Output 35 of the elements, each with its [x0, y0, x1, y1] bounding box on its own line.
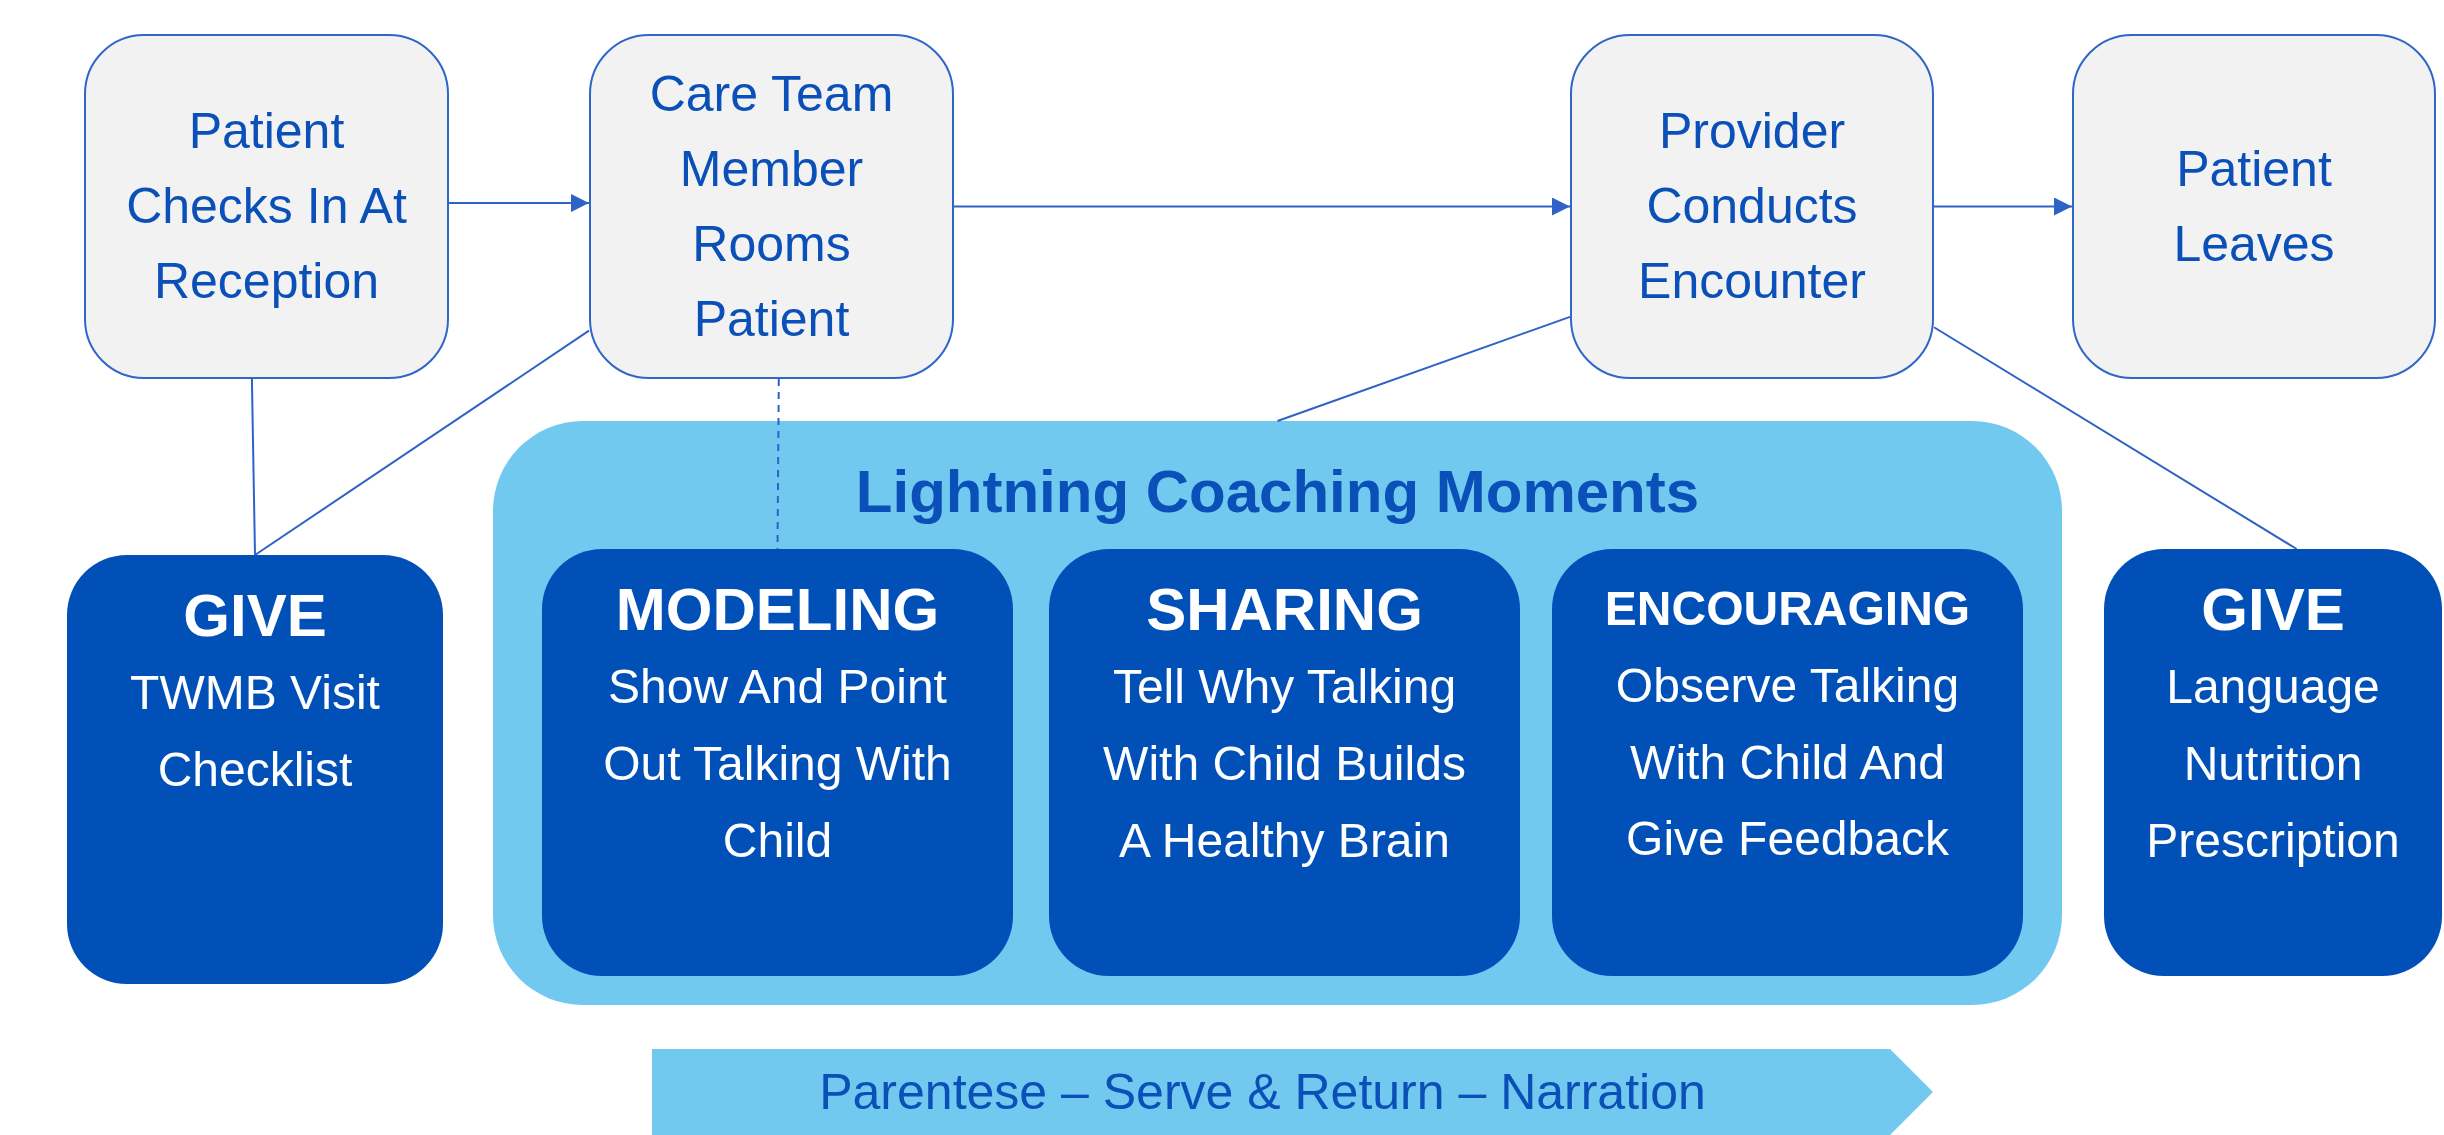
step-label: Patient Checks In At Reception [125, 102, 408, 311]
banner-label: Parentese – Serve & Return – Narration [819, 1063, 1706, 1121]
process-box [589, 34, 954, 379]
step-label: Provider Conducts Encounter [1637, 102, 1867, 311]
arrow [953, 197, 1571, 216]
card-description: Observe Talking With Child And Give Feedback [1614, 657, 1961, 868]
step-label: Patient Leaves [2172, 139, 2336, 274]
card-description: Tell Why Talking With Child Builds A Healthy Brain [1102, 659, 1467, 869]
card-description: Show And Point Out Talking With Child [602, 659, 953, 869]
card-description: TWMB Visit Checklist [129, 665, 381, 798]
connector-line [250, 378, 256, 556]
card-description: Language Nutrition Prescription [2145, 659, 2401, 869]
card-heading: GIVE [183, 581, 327, 651]
process-box [2072, 34, 2436, 379]
action-card [1049, 549, 1520, 976]
action-card [2104, 549, 2442, 976]
card-heading: GIVE [2201, 575, 2345, 645]
panel-heading: Lightning Coaching Moments [855, 457, 1700, 526]
action-card [1552, 549, 2023, 976]
connector-line [776, 378, 780, 550]
card-heading: MODELING [615, 575, 940, 645]
connector-line [1933, 326, 2298, 550]
chevron-banner [652, 1049, 1933, 1135]
step-label: Care Team Member Rooms Patient [648, 64, 895, 349]
group-panel [493, 421, 2062, 1005]
process-box [1570, 34, 1934, 379]
connector-line [254, 329, 590, 556]
process-box [84, 34, 449, 379]
card-heading: ENCOURAGING [1604, 581, 1971, 637]
arrow [448, 194, 590, 213]
card-heading: SHARING [1146, 575, 1423, 645]
connector-line [1276, 315, 1571, 422]
action-card [542, 549, 1013, 976]
arrow [1933, 197, 2073, 216]
action-card [67, 555, 443, 984]
